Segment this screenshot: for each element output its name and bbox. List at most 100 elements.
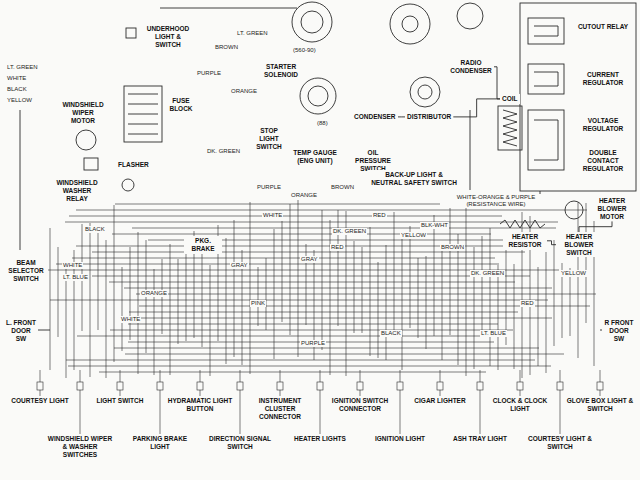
wire-color-label: BLACK bbox=[380, 330, 402, 337]
component-label: TEMP GAUGE (ENG UNIT) bbox=[290, 148, 340, 166]
wire bbox=[442, 248, 443, 360]
wire bbox=[370, 227, 371, 356]
wire bbox=[210, 265, 211, 376]
wire-color-label: WHITE bbox=[120, 316, 141, 323]
wire bbox=[154, 269, 155, 375]
component-name: CONDENSER bbox=[354, 113, 396, 121]
wire bbox=[586, 203, 587, 323]
component-name: COURTESY LIGHT bbox=[5, 397, 75, 405]
component-name: HEATER RESISTOR bbox=[505, 233, 545, 249]
wire bbox=[92, 252, 525, 253]
wire-color-label: WHITE-ORANGE & PURPLE (RESISTANCE WIRE) bbox=[440, 194, 552, 208]
wire-color-label: DK. GREEN bbox=[206, 148, 241, 155]
starter-symbol bbox=[301, 11, 323, 33]
component-label: GLOVE BOX LIGHT & SWITCH bbox=[563, 396, 637, 414]
wire bbox=[298, 200, 299, 357]
component-label: RADIO CONDENSER bbox=[448, 58, 494, 76]
component-name: RADIO CONDENSER bbox=[450, 59, 492, 75]
component-label: WINDSHIELD WASHER RELAY bbox=[50, 178, 104, 203]
wire-color-label: PURPLE bbox=[256, 184, 282, 191]
wire bbox=[474, 247, 475, 369]
component-label: CURRENT REGULATOR bbox=[572, 70, 634, 88]
component-name: COURTESY LIGHT & SWITCH bbox=[525, 435, 595, 451]
component-label: DIRECTION SIGNAL SWITCH bbox=[203, 434, 277, 452]
wire bbox=[92, 276, 530, 277]
wire-color-label: WHITE bbox=[6, 75, 27, 82]
wire bbox=[458, 234, 459, 365]
component-label: LIGHT SWITCH bbox=[83, 396, 157, 406]
wire bbox=[36, 330, 50, 331]
wire bbox=[129, 312, 518, 313]
connector-plug bbox=[597, 382, 603, 390]
component-label: HYDRAMATIC LIGHT BUTTON bbox=[163, 396, 237, 414]
component-name: VOLTAGE REGULATOR bbox=[574, 117, 632, 133]
component-label: STOP LIGHT SWITCH bbox=[252, 126, 286, 151]
component-name: TEMP GAUGE (ENG UNIT) bbox=[292, 149, 338, 165]
component-label: FLASHER bbox=[116, 160, 151, 170]
component-name: CURRENT REGULATOR bbox=[574, 71, 632, 87]
wire-color-label: YELLOW bbox=[400, 232, 427, 239]
component-name: IGNITION SWITCH CONNECTOR bbox=[325, 397, 395, 413]
component-name: R FRONT DOOR SW bbox=[604, 319, 634, 342]
component-name: IGNITION LIGHT bbox=[365, 435, 435, 443]
wire bbox=[480, 370, 481, 434]
wire bbox=[579, 221, 612, 232]
component-name: WINDSHIELD WASHER RELAY bbox=[52, 179, 102, 202]
wire bbox=[130, 247, 131, 340]
gauge-symbol bbox=[457, 3, 483, 29]
component-name: WINDSHIELD WIPER MOTOR bbox=[60, 101, 106, 124]
wire-color-label: YELLOW bbox=[560, 270, 587, 277]
wire-color-label: RED bbox=[372, 212, 387, 219]
wire-color-label: (88) bbox=[316, 120, 329, 127]
wire bbox=[114, 205, 115, 362]
component-label: IGNITION SWITCH CONNECTOR bbox=[323, 396, 397, 414]
component-label: BACK-UP LIGHT & NEUTRAL SAFETY SWITCH bbox=[368, 170, 460, 188]
wire bbox=[114, 348, 539, 349]
wire bbox=[410, 226, 411, 328]
wire-color-label: YELLOW bbox=[6, 97, 33, 104]
flasher-symbol bbox=[122, 179, 134, 191]
component-label: L. FRONT DOOR SW bbox=[4, 318, 38, 343]
wire bbox=[110, 330, 513, 331]
connector-plug bbox=[237, 382, 243, 390]
component-name: HYDRAMATIC LIGHT BUTTON bbox=[165, 397, 235, 413]
wire bbox=[128, 324, 498, 325]
wire bbox=[90, 223, 91, 377]
wire-color-label: BROWN bbox=[440, 244, 465, 251]
fuse-symbol bbox=[128, 124, 158, 125]
wire bbox=[578, 202, 579, 358]
component-name: OIL PRESSURE SWITCH bbox=[352, 149, 394, 172]
wire bbox=[450, 205, 451, 335]
wire bbox=[274, 229, 275, 359]
wire bbox=[282, 221, 283, 322]
component-label: WINDSHIELD WIPER MOTOR bbox=[58, 100, 108, 125]
fuse-symbol bbox=[128, 134, 158, 135]
wire bbox=[546, 252, 547, 373]
coil-winding bbox=[503, 110, 517, 146]
component-name: DISTRIBUTOR bbox=[407, 113, 451, 121]
wire bbox=[20, 110, 21, 250]
component-label: DOUBLE CONTACT REGULATOR bbox=[572, 148, 634, 173]
component-label: VOLTAGE REGULATOR bbox=[572, 116, 634, 134]
component-name: HEATER BLOWER SWITCH bbox=[558, 233, 600, 256]
connector-plug bbox=[557, 382, 563, 390]
component-name: PKG. BRAKE bbox=[186, 237, 220, 253]
wire bbox=[322, 210, 323, 350]
component-label: DISTRIBUTOR bbox=[405, 112, 453, 122]
component-name: INSTRUMENT CLUSTER CONNECTOR bbox=[245, 397, 315, 420]
wire bbox=[250, 202, 251, 374]
connector-plug bbox=[397, 382, 403, 390]
component-label: CUTOUT RELAY bbox=[572, 22, 634, 32]
connector-plug bbox=[277, 382, 283, 390]
wire bbox=[386, 245, 387, 360]
wire bbox=[136, 294, 596, 295]
component-label: UNDERHOOD LIGHT & SWITCH bbox=[140, 24, 196, 49]
starter-symbol bbox=[300, 78, 336, 114]
wire-color-label: GRAY bbox=[300, 256, 319, 263]
wire bbox=[290, 204, 291, 335]
wire-color-label: RED bbox=[330, 244, 345, 251]
wire bbox=[68, 366, 551, 367]
connector-plug bbox=[157, 382, 163, 390]
wire-color-label: LT. BLUE bbox=[480, 330, 507, 337]
gauge-symbol bbox=[390, 4, 430, 44]
